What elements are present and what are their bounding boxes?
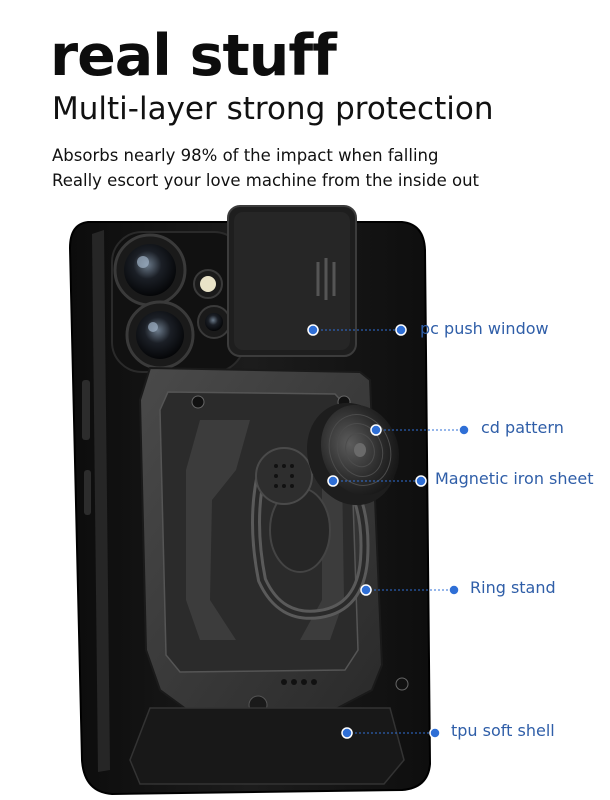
pc-push-window [227, 205, 357, 357]
headline: real stuff [50, 23, 337, 89]
description-line-1: Absorbs nearly 98% of the impact when fa… [52, 146, 439, 165]
callout-cd-pattern: cd pattern [481, 418, 564, 437]
description-line-2: Really escort your love machine from the… [52, 171, 479, 190]
callout-tpu-soft-shell: tpu soft shell [451, 721, 555, 740]
callout-pc-push-window: pc push window [420, 319, 549, 338]
magnetic-iron-sheet [255, 447, 313, 505]
subheadline: Multi-layer strong protection [52, 91, 494, 127]
callout-magnetic-iron-sheet: Magnetic iron sheet [435, 469, 594, 488]
ring-stand [251, 465, 370, 620]
callout-ring-stand: Ring stand [470, 578, 556, 597]
callout-markers [307, 324, 470, 739]
camera-module [111, 231, 245, 373]
